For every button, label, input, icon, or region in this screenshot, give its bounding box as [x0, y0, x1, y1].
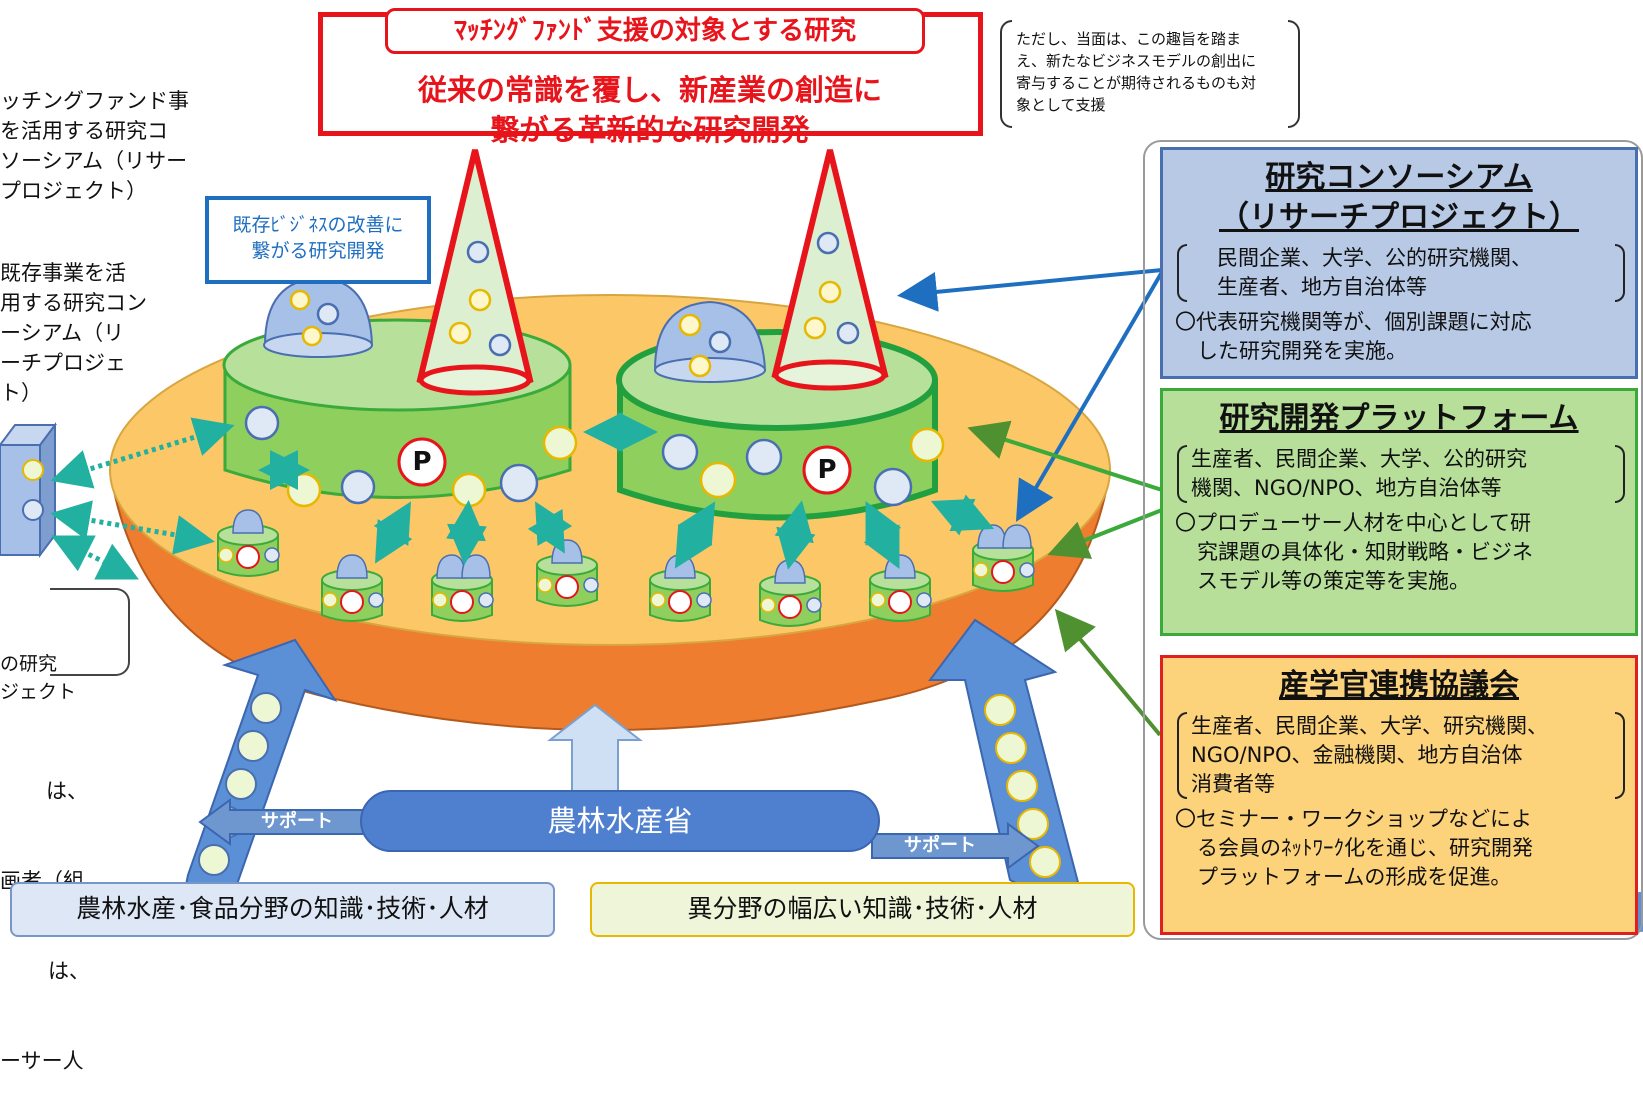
researcher-circles [244, 231, 945, 508]
support-arrow-right [871, 822, 1040, 870]
left-text-3: の研究ジェクト [0, 653, 77, 703]
p-label-left: P [412, 447, 432, 477]
title-main: 従来の常識を覆し、新産業の創造に 繋がる革新的な研究開発 [417, 73, 882, 147]
left-text-1: ッチングファンド事を活用する研究コソーシアム（リサープロジェクト） [0, 89, 189, 203]
council-desc: 〇セミナー・ワークショップなどによる会員のﾈｯﾄﾜｰｸ化を通じ、研究開発プラット… [1175, 807, 1533, 889]
p-marks-big [397, 437, 852, 495]
platform-desc: 〇プロデューサー人材を中心として研究課題の具体化・知財戦略・ビジネスモデル等の策… [1175, 511, 1533, 593]
big-arrow-left [183, 638, 338, 891]
support-label-left: サポート [261, 811, 333, 832]
platform-box: 研究開発プラットフォーム 生産者、民間企業、大学、公的研究機関、NGO/NPO、… [1160, 388, 1638, 636]
bottom-label-right: 異分野の幅広い知識･技術･人材 [590, 882, 1135, 937]
consortium-box: 研究コンソーシアム （リサーチプロジェクト） 民間企業、大学、公的研究機関、生産… [1160, 147, 1638, 379]
p-label-right: P [817, 455, 837, 485]
cone-right [771, 149, 889, 391]
council-title: 産学官連携協議会 [1279, 668, 1519, 703]
consortium-members: 民間企業、大学、公的研究機関、生産者、地方自治体等 [1177, 242, 1625, 304]
cube [0, 422, 57, 558]
small-cylinders [217, 509, 1035, 627]
support-label-right: サポート [904, 835, 976, 856]
council-members: 生産者、民間企業、大学、研究機関、NGO/NPO、金融機関、地方自治体消費者等 [1177, 710, 1625, 801]
big-arrow-right [928, 618, 1082, 891]
existing-business-label: 既存ﾋﾞｼﾞﾈｽの改善に繋がる研究開発 [205, 196, 431, 284]
left-bracket [50, 588, 130, 676]
consortium-title: 研究コンソーシアム [1265, 160, 1533, 195]
title-tab: ﾏｯﾁﾝｸﾞﾌｧﾝﾄﾞ支援の対象とする研究 [385, 8, 925, 54]
council-box: 産学官連携協議会 生産者、民間企業、大学、研究機関、NGO/NPO、金融機関、地… [1160, 655, 1638, 935]
diagram-canvas [0, 149, 1643, 932]
platform-members: 生産者、民間企業、大学、公的研究機関、NGO/NPO、地方自治体等 [1177, 443, 1625, 505]
link-arrows [50, 412, 995, 580]
note: ただし、当面は、この趣旨を踏まえ、新たなビジネスモデルの創出に寄与することが期待… [1000, 20, 1300, 128]
platform-title: 研究開発プラットフォーム [1219, 401, 1579, 436]
consortium-subtitle: （リサーチプロジェクト） [1219, 200, 1579, 235]
consortium-desc: 〇代表研究機関等が、個別課題に対応した研究開発を実施。 [1175, 310, 1532, 363]
cone-left [416, 149, 534, 396]
ministry-label: 農林水産省 [360, 790, 880, 852]
left-text-2: 既存事業を活用する研究コンーシアム（リーチプロジェト） [0, 261, 147, 405]
bottom-label-left: 農林水産･食品分野の知識･技術･人材 [10, 882, 555, 937]
